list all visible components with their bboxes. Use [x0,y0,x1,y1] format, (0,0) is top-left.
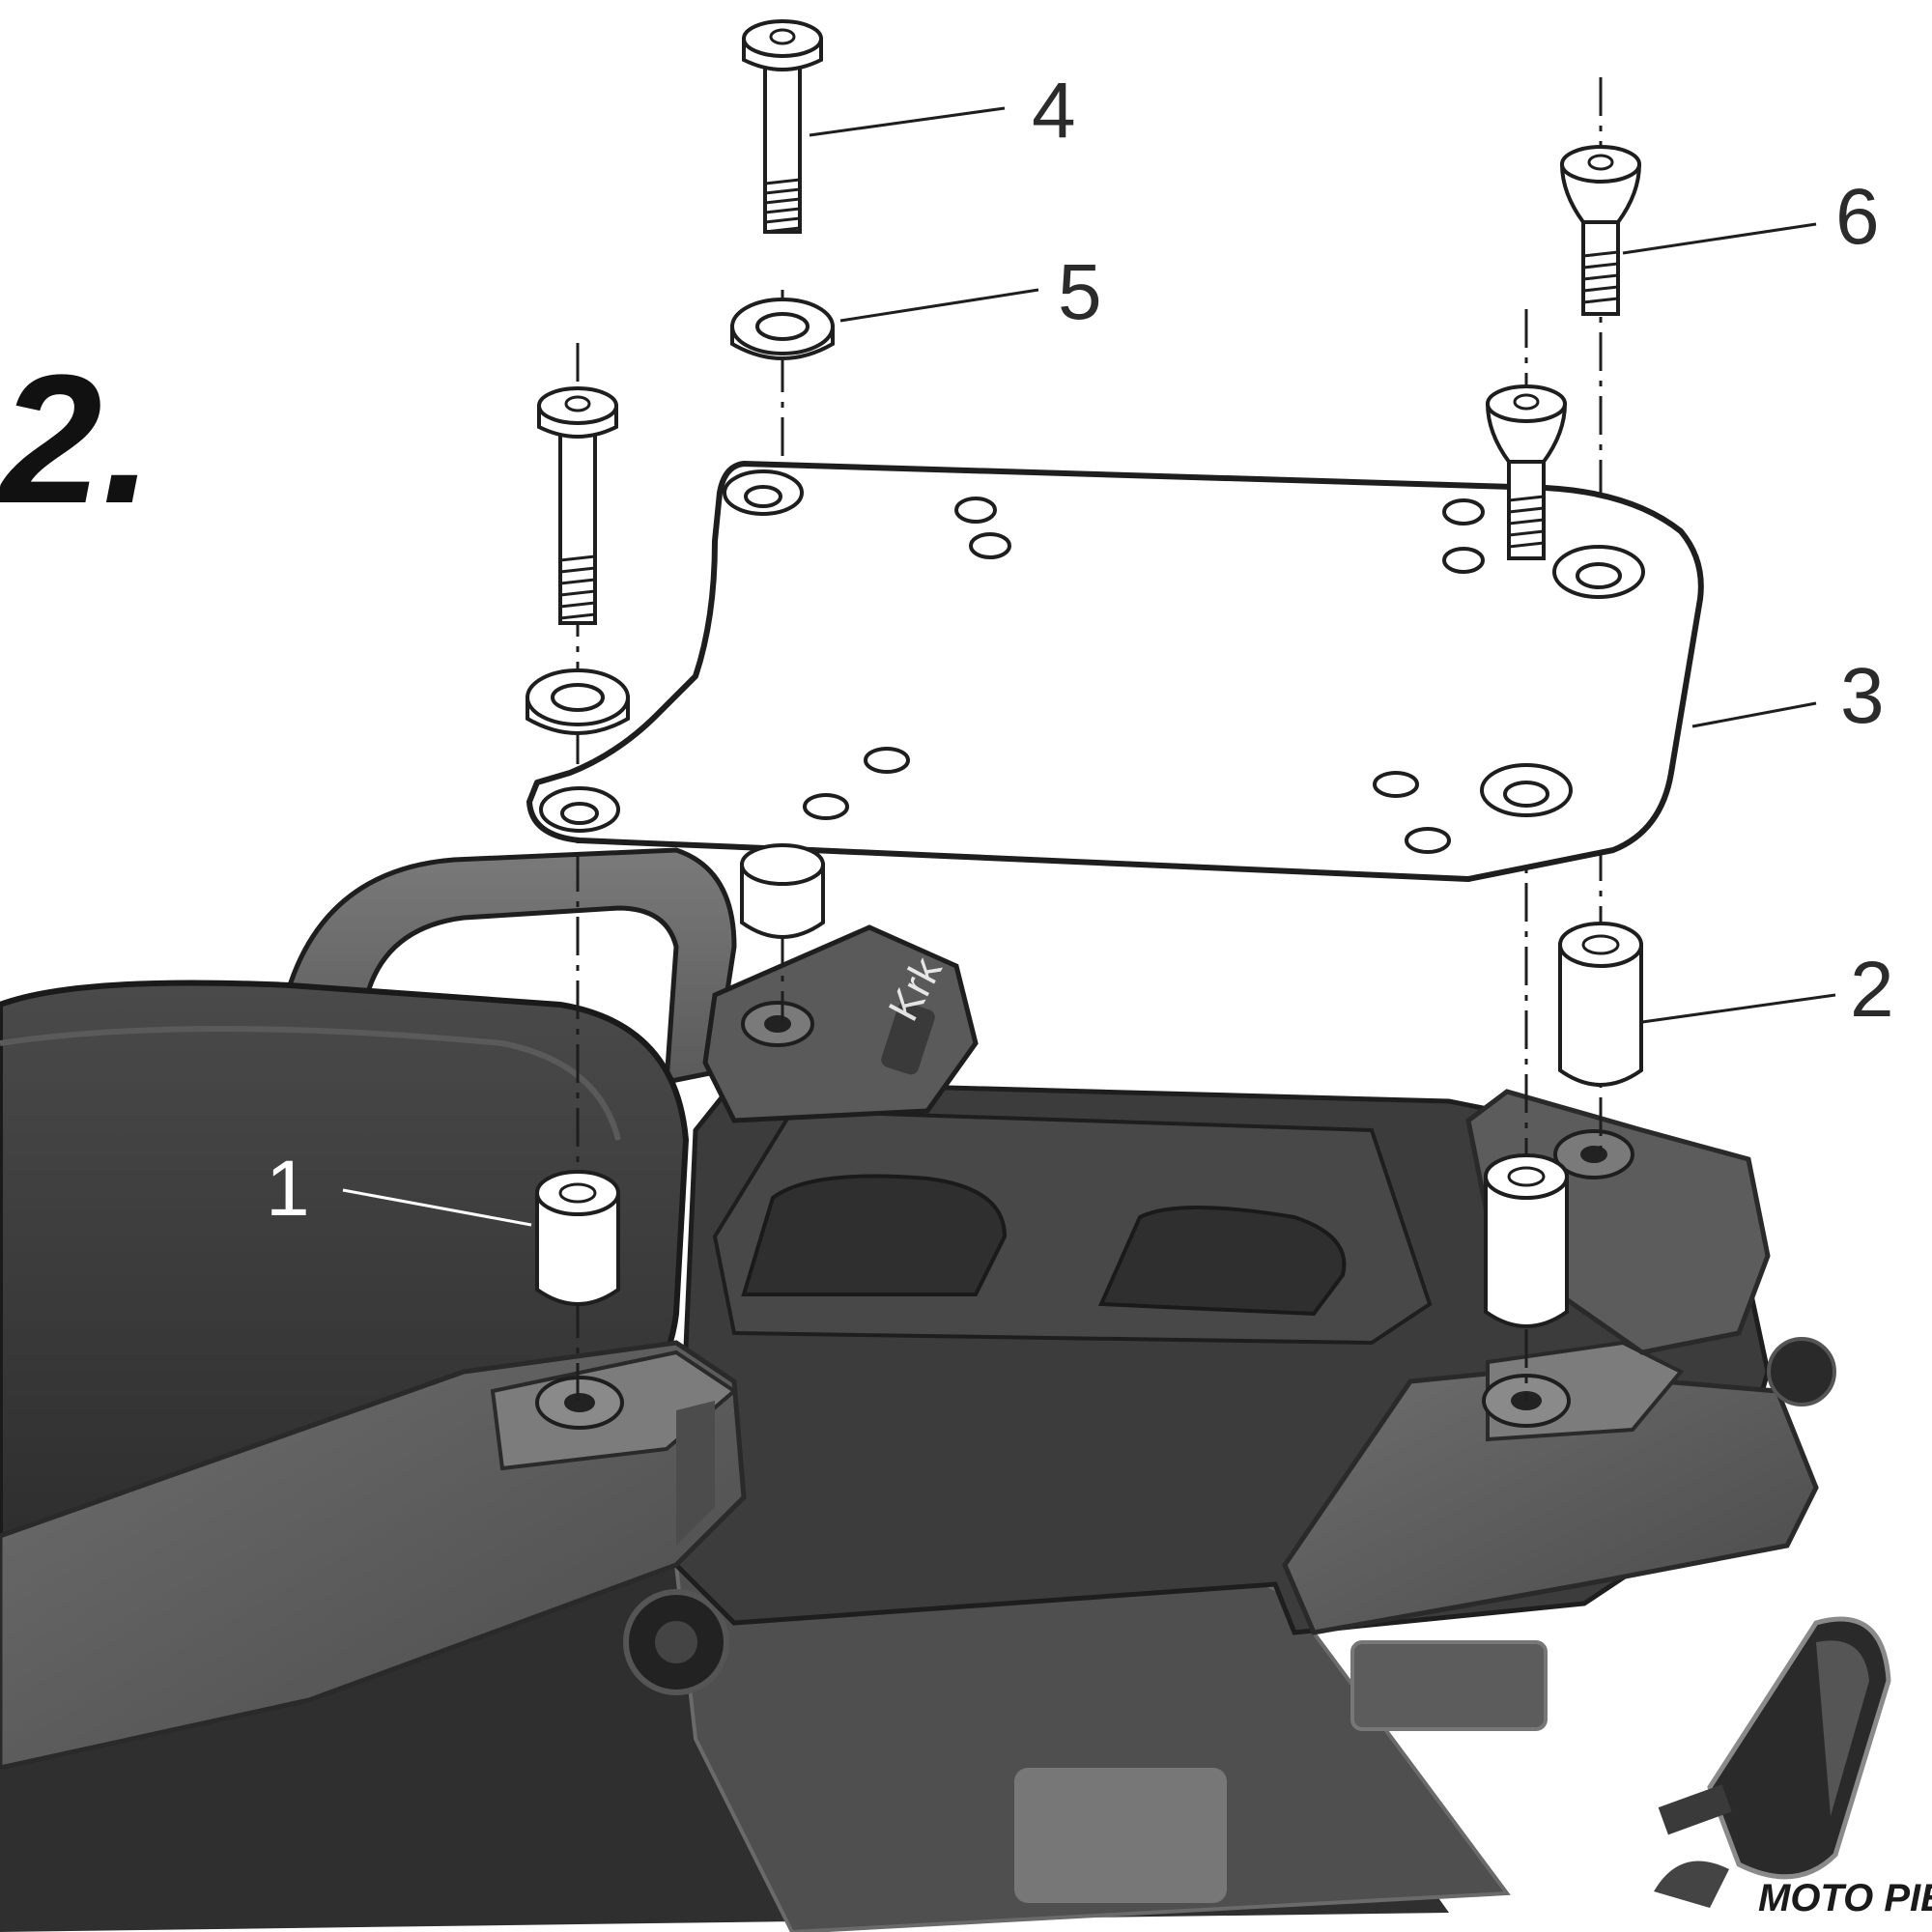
motorcycle-rear [0,847,1891,1932]
tail-vent-right [1097,1206,1347,1317]
tail-vent-left [741,1174,1008,1296]
leader-6 [1622,222,1817,255]
leader-lines [342,106,1836,1227]
turn-signal-stalk [1658,1784,1732,1835]
step-label: 2. [0,337,153,542]
washer-icon [730,298,835,360]
bolt-icon [537,386,618,625]
callout-6: 6 [1835,173,1880,261]
leader-5 [839,288,1039,323]
part-1-spacer-right [1484,1153,1569,1328]
part-5-washer-front [730,298,835,360]
part-4-bolt-front [742,19,823,234]
spacer-icon [535,1170,620,1306]
brand-mark-icon [1654,1861,1729,1908]
reflector [1767,1337,1836,1406]
plate-holes [539,469,1645,854]
part-1-spacer-left [535,1170,620,1306]
part-6-bolt-right [1485,384,1568,560]
callout-1: 1 [266,1145,310,1233]
bolt-icon [1559,145,1642,316]
tail-light-housing [1014,1768,1227,1903]
part-3-mounting-plate [526,461,1704,882]
part-2-spacer-right [1558,922,1643,1087]
callout-2: 2 [1850,946,1894,1034]
leader-1 [342,1188,532,1227]
callout-3: 3 [1840,652,1885,740]
leader-4 [809,106,1006,137]
right-rear-mount [1282,1369,1819,1635]
part-5-washer-left [526,668,630,735]
left-rear-mount-edge [676,1401,715,1546]
right-upper-hole-center [1580,1146,1607,1163]
spacer-icon [1558,922,1643,1087]
part-2-spacer-front [740,843,825,939]
bolt-icon [1485,384,1568,560]
leader-3 [1691,701,1817,728]
spacer-icon [740,843,825,939]
grab-rail [286,847,737,1086]
leader-2 [1641,993,1836,1024]
brand-mark: MOTO PIEC [1654,1861,1932,1919]
left-rear-hole-center [564,1393,595,1412]
part-6-bolt-rear [1559,145,1642,316]
grommet-inner [655,1621,697,1663]
turn-signal-lens [1816,1640,1869,1816]
spacer-icon [1484,1153,1569,1328]
part-4-bolt-left [537,386,618,625]
brand-mark-text: MOTO PIEC [1758,1877,1932,1919]
washer-icon [526,668,630,735]
callout-5: 5 [1058,248,1102,336]
front-mount-slot [881,1002,935,1075]
front-mount-hole-center [764,1015,791,1033]
callout-4: 4 [1032,67,1076,155]
tail-light-lens [1350,1640,1548,1731]
bolt-icon [742,19,823,234]
seat-highlight [0,1026,621,1141]
